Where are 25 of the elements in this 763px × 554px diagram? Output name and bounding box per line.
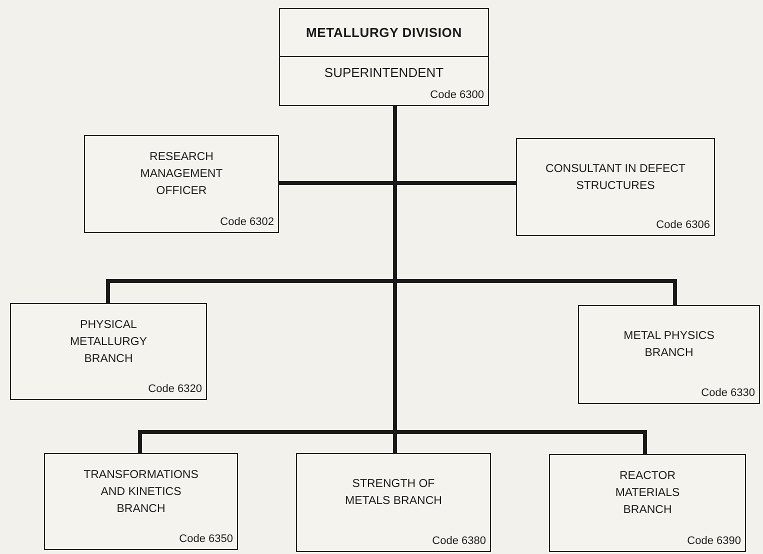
- division-title: METALLURGY DIVISION: [306, 24, 462, 42]
- unit-name: RESEARCH MANAGEMENT OFFICER: [139, 150, 224, 200]
- code-number: Code 6380: [432, 534, 486, 548]
- code-number: Code 6350: [179, 532, 233, 546]
- code-number: Code 6306: [656, 218, 710, 232]
- org-box: [549, 454, 746, 552]
- org-box: [279, 8, 489, 106]
- code-number: Code 6300: [430, 88, 484, 102]
- org-box: [296, 453, 491, 552]
- org-box: [84, 135, 279, 233]
- position-title: SUPERINTENDENT: [324, 64, 444, 82]
- code-number: Code 6390: [687, 534, 741, 548]
- org-box: [44, 453, 238, 550]
- org-box: [10, 303, 207, 400]
- unit-name: STRENGTH OF METALS BRANCH: [344, 477, 443, 510]
- unit-name: PHYSICAL METALLURGY BRANCH: [68, 318, 148, 367]
- unit-name: REACTOR MATERIALS BRANCH: [614, 469, 681, 518]
- org-box: [516, 138, 715, 236]
- unit-name: CONSULTANT IN DEFECT STRUCTURES: [544, 162, 686, 194]
- code-number: Code 6320: [148, 382, 202, 396]
- code-number: Code 6330: [701, 386, 755, 400]
- unit-name: METAL PHYSICS BRANCH: [622, 329, 716, 362]
- unit-name: TRANSFORMATIONS AND KINETICS BRANCH: [82, 468, 200, 517]
- code-number: Code 6302: [220, 214, 274, 230]
- org-box: [578, 305, 760, 404]
